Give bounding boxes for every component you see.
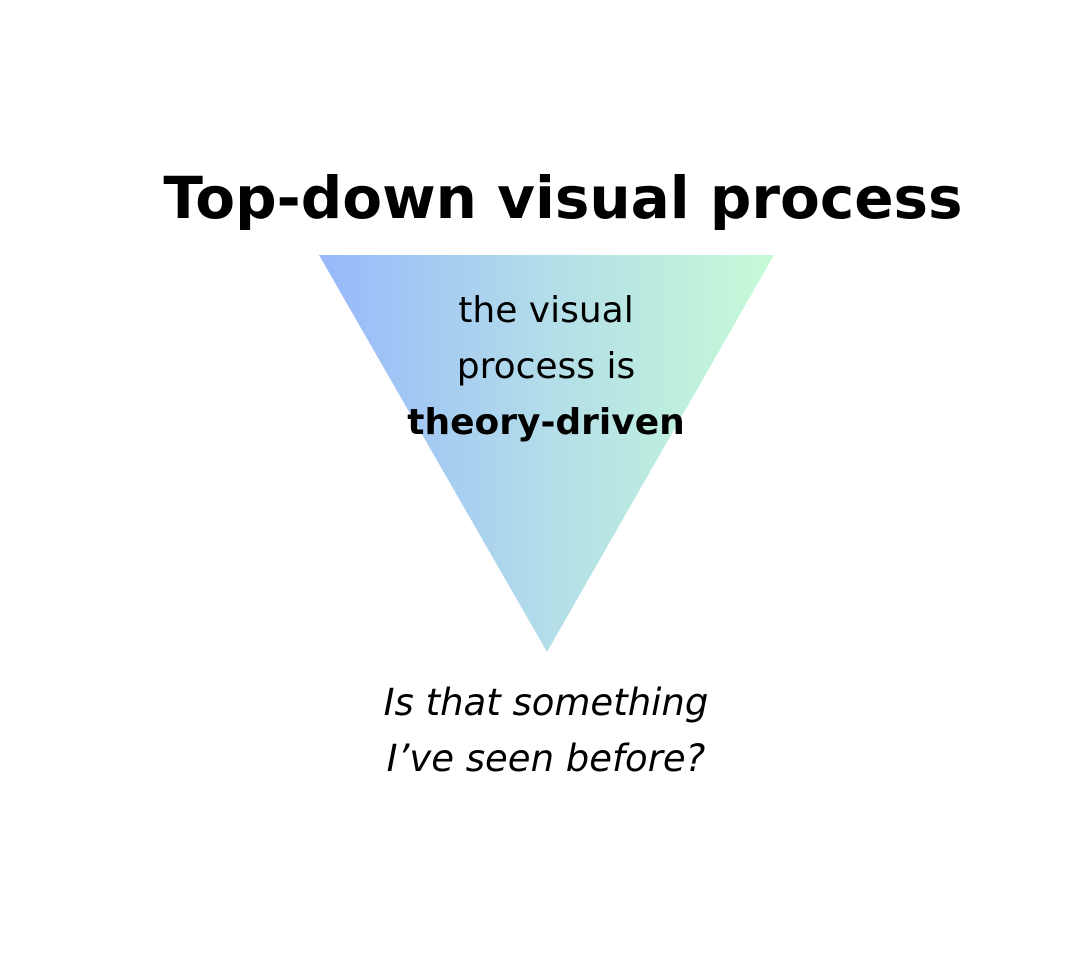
diagram-title: Top-down visual process [163, 164, 963, 232]
triangle-text: the visual process is theory-driven [346, 283, 746, 451]
inverted-triangle [319, 255, 774, 652]
triangle-text-line-1: the visual [458, 290, 634, 331]
question-text: Is that something I’ve seen before? [296, 675, 796, 787]
triangle-text-line-2: process is [456, 346, 636, 387]
question-line-2: I’ve seen before? [386, 737, 706, 780]
question-line-1: Is that something [383, 681, 709, 724]
triangle-text-emphasis: theory-driven [407, 402, 685, 443]
